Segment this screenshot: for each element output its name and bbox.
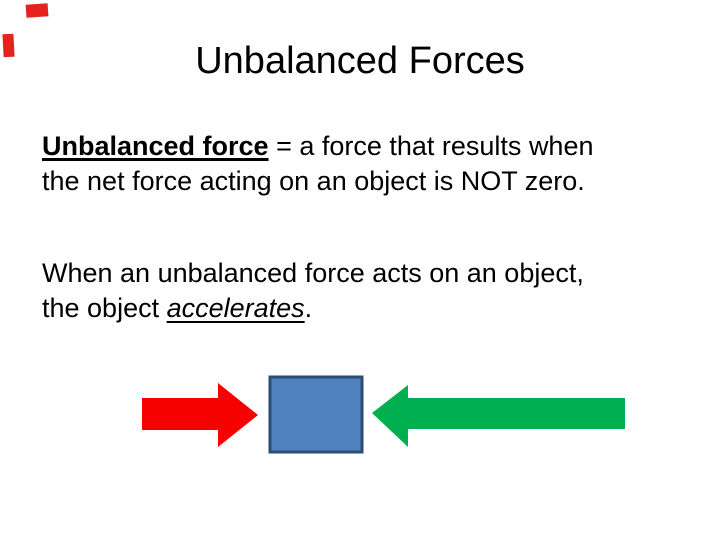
acceleration-paragraph: When an unbalanced force acts on an obje… xyxy=(42,256,662,326)
slide-title: Unbalanced Forces xyxy=(195,40,525,82)
acceleration-line-2: the object accelerates. xyxy=(42,291,662,326)
corner-decor xyxy=(2,3,49,58)
red-corner-mark-top xyxy=(25,3,49,18)
acceleration-line-2-period: . xyxy=(304,293,313,323)
definition-paragraph: Unbalanced force = a force that results … xyxy=(42,129,662,199)
definition-line-1-rest: = a force that results when xyxy=(268,131,594,161)
object-block xyxy=(268,375,364,454)
forces-diagram xyxy=(142,375,625,454)
acceleration-line-1: When an unbalanced force acts on an obje… xyxy=(42,258,584,288)
definition-line-2: the net force acting on an object is NOT… xyxy=(42,166,585,196)
red-force-arrow-right xyxy=(142,383,258,447)
term-unbalanced-force: Unbalanced force xyxy=(42,131,269,161)
term-accelerates: accelerates xyxy=(166,293,305,323)
red-corner-mark-left xyxy=(2,33,15,58)
definition-line-1: Unbalanced force = a force that results … xyxy=(42,129,662,164)
green-force-arrow-left xyxy=(372,385,625,447)
acceleration-line-2-pre: the object xyxy=(42,293,167,323)
